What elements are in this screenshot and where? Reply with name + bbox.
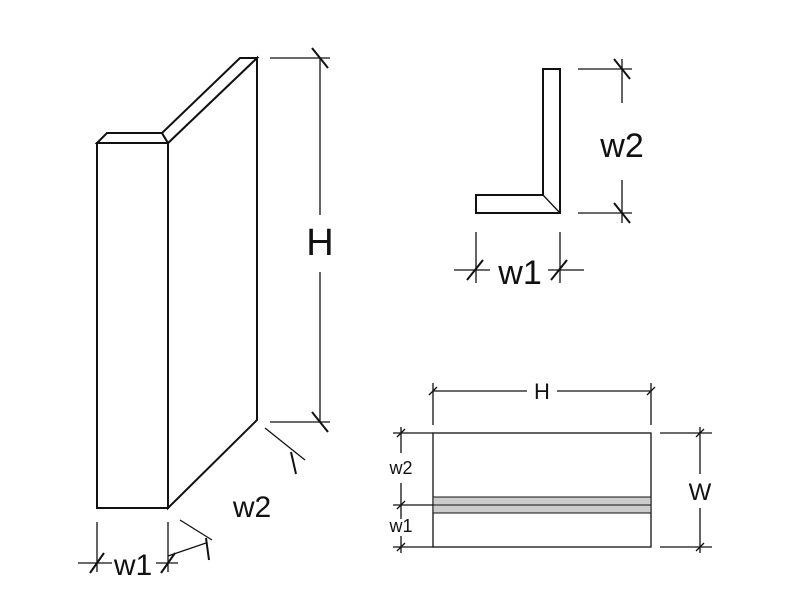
- plan-label-H: H: [534, 379, 550, 404]
- plan-band-lower: [432, 504, 652, 514]
- iso-top-w2: [160, 57, 260, 145]
- section-label-w2: w2: [599, 127, 643, 165]
- section-view: w2 w1: [454, 58, 644, 292]
- plan-label-w1: w1: [388, 516, 412, 536]
- plan-label-w2: w2: [388, 458, 412, 478]
- iso-label-H: H: [306, 222, 333, 264]
- iso-front-face: [96, 142, 169, 509]
- plan-dim-left: w2 w1: [388, 427, 433, 553]
- plan-dim-H: H: [428, 379, 656, 425]
- plan-outline: [432, 432, 652, 548]
- iso-top-w1: [94, 132, 170, 144]
- iso-dim-w1: w1: [78, 519, 213, 582]
- plan-dim-W: W: [660, 427, 712, 553]
- section-label-w1: w1: [497, 254, 541, 292]
- iso-label-w1: w1: [113, 549, 152, 582]
- l-section: [475, 68, 561, 214]
- plan-view: H W w2 w1: [388, 379, 712, 553]
- plan-label-W: W: [689, 479, 712, 506]
- isometric-view: H w2 w1: [78, 47, 334, 582]
- iso-dim-H: H: [270, 47, 334, 433]
- iso-dim-w2: w2: [232, 427, 306, 524]
- iso-label-w2: w2: [232, 491, 271, 524]
- plan-band-upper: [432, 496, 652, 506]
- section-dim-w2: w2: [578, 58, 644, 224]
- section-dim-w1: w1: [454, 232, 584, 292]
